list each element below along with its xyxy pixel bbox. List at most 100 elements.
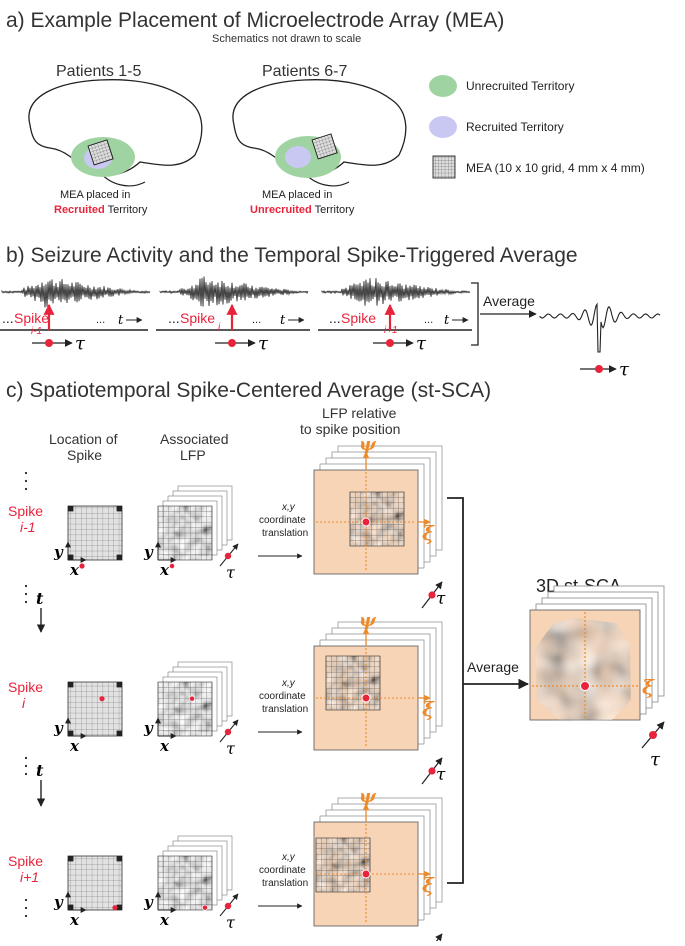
result-heatmap xyxy=(535,618,631,721)
sca-row-2: Spike i+1 y x y x xyxy=(8,786,446,946)
svg-text:i-1: i-1 xyxy=(31,326,42,337)
tau-arrow-b-0: τ xyxy=(32,333,86,354)
caption-left-line1: MEA placed in xyxy=(60,189,130,201)
legend-label-recruited: Recruited Territory xyxy=(466,120,564,134)
row-spike-subscript: i+1 xyxy=(20,869,39,885)
average-bracket-c xyxy=(447,497,464,884)
averaged-waveform xyxy=(539,302,661,353)
legend-swatch-unrecruited xyxy=(429,75,457,97)
svg-text:...: ... xyxy=(2,310,14,326)
brain-right xyxy=(232,79,407,187)
psi-label: ψ xyxy=(359,434,377,455)
svg-text:x: x xyxy=(159,737,170,755)
svg-text:Spike: Spike xyxy=(341,310,376,326)
mea-grid xyxy=(67,681,123,737)
section-b-title: b) Seizure Activity and the Temporal Spi… xyxy=(6,244,578,267)
grid-axes: y x xyxy=(53,541,87,579)
legend-swatch-recruited xyxy=(429,116,457,138)
row-spike-label: Spike xyxy=(8,853,43,869)
seizure-trace xyxy=(1,279,151,308)
lfp-stack xyxy=(158,835,233,911)
svg-text:y: y xyxy=(53,543,64,561)
result-xi-label: ξ xyxy=(642,675,655,699)
svg-text:x: x xyxy=(69,911,80,929)
relative-lfp-stack xyxy=(313,621,443,751)
tau-arrow-b-1: τ xyxy=(215,333,269,354)
svg-text:translation: translation xyxy=(262,704,308,715)
t-arrow-b-1: t xyxy=(280,313,305,328)
svg-text:t: t xyxy=(444,313,450,328)
svg-text:translation: translation xyxy=(262,528,308,539)
svg-text:x: x xyxy=(69,737,80,755)
row-spike-label: Spike xyxy=(8,503,43,519)
svg-text:y: y xyxy=(53,893,64,911)
svg-text:t: t xyxy=(36,589,44,608)
lfp-stack xyxy=(158,485,233,569)
svg-text:coordinate: coordinate xyxy=(259,691,306,702)
col2-header-line1: Associated xyxy=(160,431,228,447)
lfp-axes: y x τ xyxy=(143,717,239,758)
seizure-trace xyxy=(321,278,471,306)
col3-header-line2: to spike position xyxy=(300,421,400,437)
time-arrow-c-0: t xyxy=(36,589,46,633)
translation-note: x,y coordinate translation xyxy=(258,852,308,909)
svg-text:i: i xyxy=(218,322,221,333)
section-a-title: a) Example Placement of Microelectrode A… xyxy=(6,9,504,32)
svg-text:τ: τ xyxy=(258,333,269,354)
mea-grid xyxy=(67,855,123,911)
mea-left-icon xyxy=(87,139,114,166)
svg-text:x: x xyxy=(69,561,80,579)
average-bracket xyxy=(471,282,479,346)
svg-text:τ: τ xyxy=(619,359,630,380)
xi-label: ξ xyxy=(422,697,435,721)
mea-grid xyxy=(67,505,123,569)
row-spike-subscript: i-1 xyxy=(20,519,36,535)
section-c-title: c) Spatiotemporal Spike-Centered Average… xyxy=(6,379,491,402)
psi-label: ψ xyxy=(359,786,377,807)
svg-text:Spike: Spike xyxy=(14,310,49,326)
svg-text:x: x xyxy=(159,911,170,929)
svg-text:τ: τ xyxy=(436,589,446,609)
svg-text:τ: τ xyxy=(650,749,661,770)
mea-right-icon xyxy=(311,133,338,160)
col1-header-line1: Location of xyxy=(49,431,118,447)
scale-note: Schematics not drawn to scale xyxy=(212,33,361,45)
result-tau-arrow: τ xyxy=(641,721,665,770)
row-spike-subscript: i xyxy=(22,695,26,711)
svg-text:Spike: Spike xyxy=(180,310,215,326)
svg-text:...: ... xyxy=(168,310,180,326)
legend-label-mea: MEA (10 x 10 grid, 4 mm x 4 mm) xyxy=(466,161,645,175)
svg-text:τ: τ xyxy=(226,913,236,932)
xi-label: ξ xyxy=(422,521,435,545)
legend: Unrecruited Territory Recruited Territor… xyxy=(429,75,645,179)
relative-tau-arrow: τ xyxy=(421,581,446,609)
svg-text:y: y xyxy=(143,543,154,561)
recruited-territory-right xyxy=(285,146,311,168)
vertical-dots xyxy=(24,471,28,918)
seizure-trace xyxy=(159,276,309,307)
caption-right-line1: MEA placed in xyxy=(262,189,332,201)
dots-b-1: ... xyxy=(252,314,261,326)
svg-text:x,y: x,y xyxy=(281,502,296,513)
svg-text:t: t xyxy=(280,313,286,328)
svg-text:t: t xyxy=(36,761,44,780)
tau-arrow-b-avg: τ xyxy=(580,359,630,380)
svg-text:coordinate: coordinate xyxy=(259,865,306,876)
caption-right-line2: Unrecruited Territory xyxy=(250,204,355,216)
average-label-c: Average xyxy=(467,659,519,675)
t-arrow-b-0: t xyxy=(118,313,143,328)
relative-tau-arrow: τ xyxy=(421,757,446,785)
grid-axes: y x xyxy=(53,891,87,929)
tau-arrow-b-2: τ xyxy=(373,333,427,354)
caption-left-line2: Recruited Territory xyxy=(54,204,148,216)
svg-text:i+1: i+1 xyxy=(384,325,398,336)
col3-header-line1: LFP relative xyxy=(322,405,397,421)
translation-note: x,y coordinate translation xyxy=(258,678,308,735)
svg-text:τ: τ xyxy=(416,333,427,354)
lfp-axes: y x τ xyxy=(143,541,239,582)
row-spike-label: Spike xyxy=(8,679,43,695)
dots-b-0: ... xyxy=(96,314,105,326)
col2-header-line2: LFP xyxy=(180,447,206,463)
spike-location-marker xyxy=(99,696,105,702)
